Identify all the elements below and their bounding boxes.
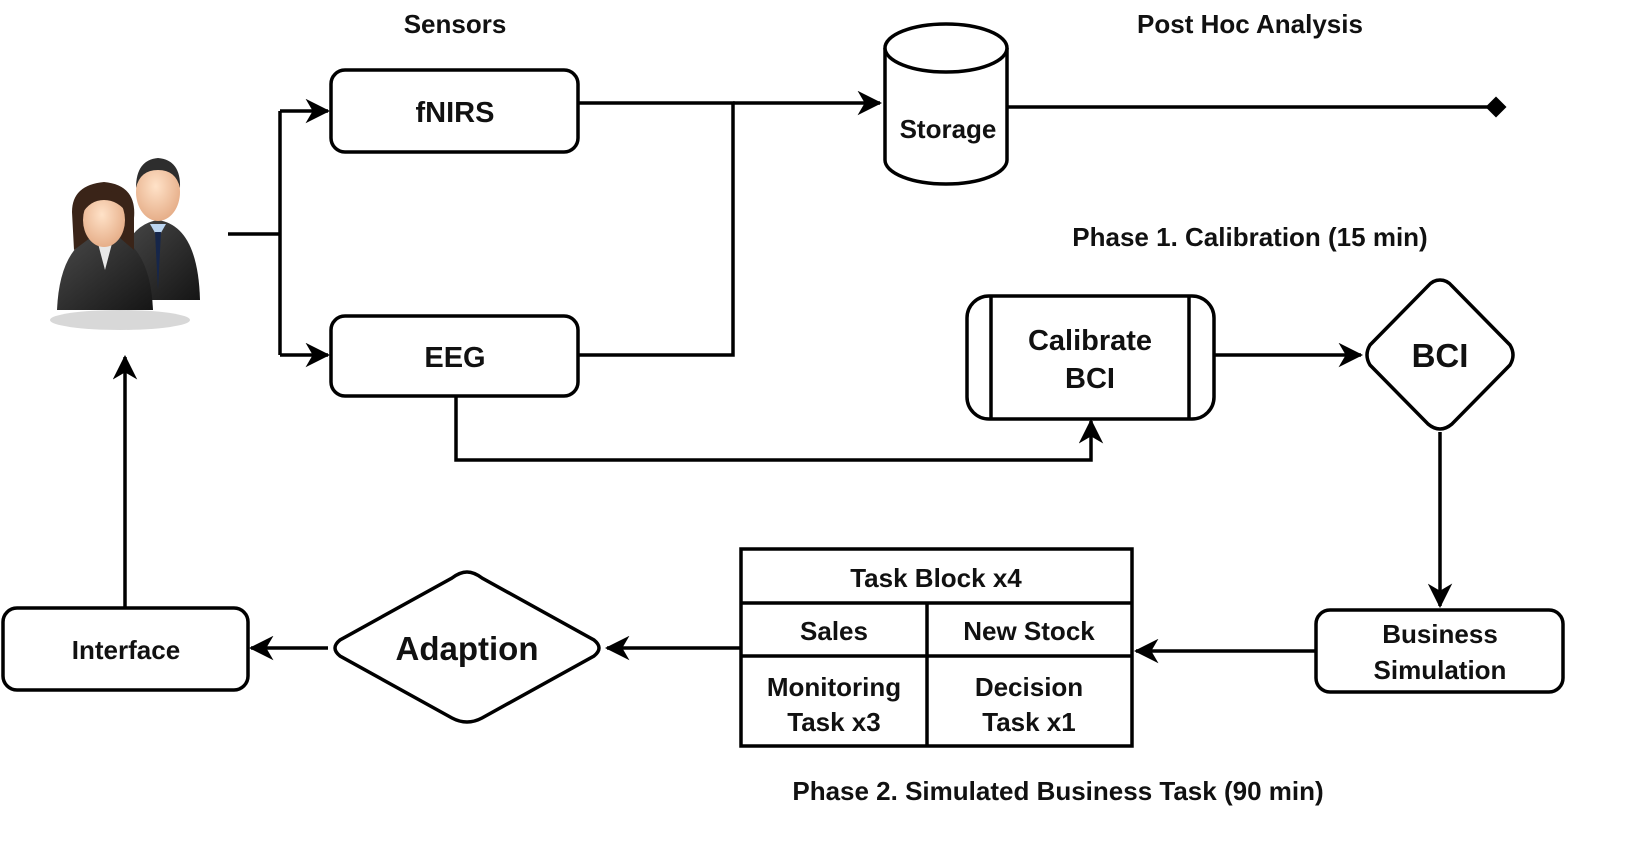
adaption-decision-node: Adaption bbox=[333, 570, 601, 724]
fnirs-node: fNIRS bbox=[329, 68, 580, 154]
adaption-label: Adaption bbox=[396, 630, 539, 667]
sensors-heading: Sensors bbox=[404, 9, 507, 39]
fnirs-label: fNIRS bbox=[416, 97, 495, 129]
interface-node: Interface bbox=[1, 606, 250, 692]
eeg-label: EEG bbox=[424, 342, 485, 374]
business-label-line1: Business bbox=[1382, 619, 1498, 649]
bci-decision-node: BCI bbox=[1365, 278, 1515, 431]
post-hoc-heading: Post Hoc Analysis bbox=[1137, 9, 1363, 39]
storage-label: Storage bbox=[900, 114, 997, 144]
new-stock-header: New Stock bbox=[963, 616, 1095, 646]
storage-node: Storage bbox=[883, 22, 1009, 186]
monitoring-task-line2: Task x3 bbox=[787, 707, 880, 737]
calibrate-bci-node: Calibrate BCI bbox=[965, 294, 1216, 421]
eeg-node: EEG bbox=[329, 314, 580, 398]
decision-task-line2: Task x1 bbox=[982, 707, 1075, 737]
decision-task-line1: Decision bbox=[975, 672, 1083, 702]
arrow-eeg-to-calibrate bbox=[454, 396, 1104, 462]
business-simulation-node: Business Simulation bbox=[1314, 608, 1565, 694]
calibrate-label-line2: BCI bbox=[1065, 363, 1115, 395]
phase2-heading: Phase 2. Simulated Business Task (90 min… bbox=[792, 776, 1323, 806]
bci-label: BCI bbox=[1412, 337, 1469, 374]
interface-label: Interface bbox=[72, 635, 180, 665]
monitoring-task-line1: Monitoring bbox=[767, 672, 901, 702]
calibrate-label-line1: Calibrate bbox=[1028, 325, 1152, 357]
sales-header: Sales bbox=[800, 616, 868, 646]
task-block-header: Task Block x4 bbox=[850, 563, 1022, 593]
sensor-merge-line bbox=[578, 101, 735, 357]
users-icon bbox=[50, 158, 200, 330]
business-label-line2: Simulation bbox=[1374, 655, 1507, 685]
task-block-table: Task Block x4 Sales New Stock Monitoring… bbox=[739, 547, 1134, 748]
phase1-heading: Phase 1. Calibration (15 min) bbox=[1072, 222, 1427, 252]
